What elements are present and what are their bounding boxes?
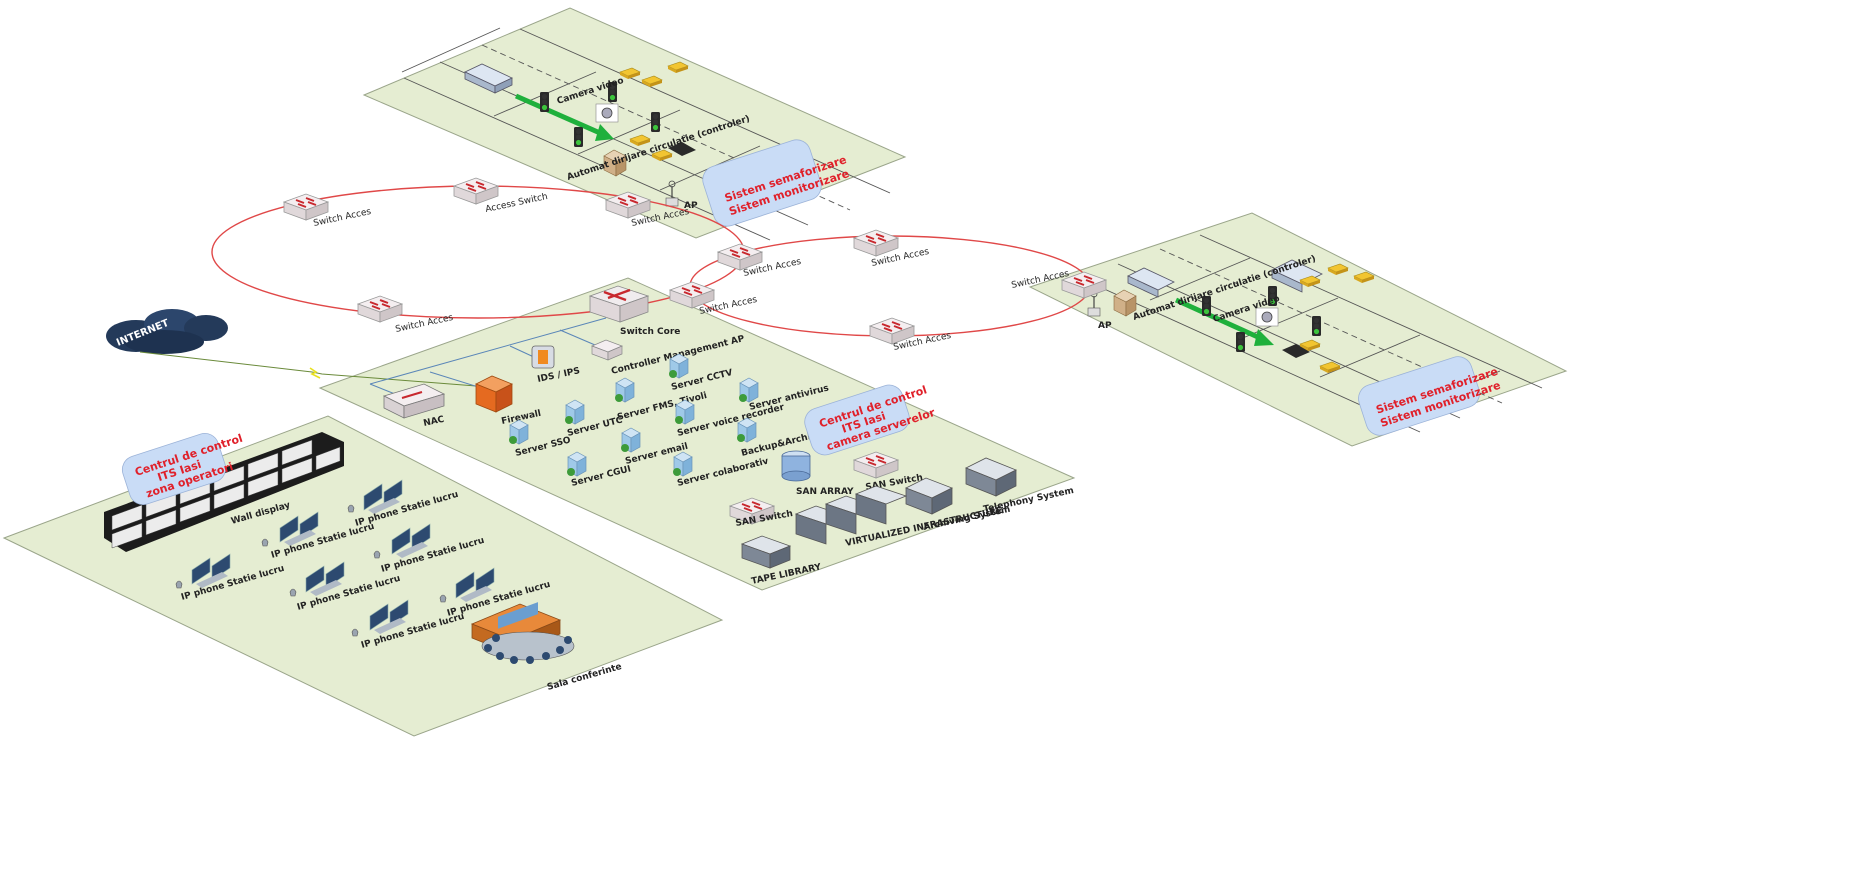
traffic-light-icon <box>651 112 660 132</box>
traffic-light-icon <box>540 92 549 112</box>
right-ring-switch-1: Switch Acces <box>717 243 802 279</box>
left-ring-switch-1: Switch Acces <box>283 193 372 229</box>
svg-text:SAN ARRAY: SAN ARRAY <box>796 487 854 497</box>
internet-cloud: INTERNET <box>106 309 228 354</box>
ap-top: AP <box>665 180 698 211</box>
car-dark-icon <box>1282 344 1310 358</box>
svg-text:NAC: NAC <box>423 415 446 429</box>
svg-text:Switch Core: Switch Core <box>620 327 680 337</box>
right-ring-switch-4: Switch Acces <box>869 317 952 353</box>
switch-core: Switch Core <box>588 285 680 337</box>
san-array: SAN ARRAY <box>781 450 854 497</box>
traffic-arrowhead-right <box>1254 329 1274 346</box>
left-ring-switch-2: Access Switch <box>453 177 549 215</box>
traffic-light-icon <box>1236 332 1245 352</box>
traffic-light-icon <box>1312 316 1321 336</box>
traffic-arrow-top <box>514 93 602 136</box>
traffic-arrow-right <box>1174 297 1262 341</box>
firewall: Firewall <box>475 375 542 427</box>
lightning-icon <box>309 367 321 379</box>
bus-right-1 <box>1127 267 1175 298</box>
car-dark-icon <box>668 142 696 156</box>
nac: NAC <box>382 383 446 429</box>
traffic-light-icon <box>574 127 583 147</box>
traffic-arrowhead-top <box>595 124 614 141</box>
ap-label: AP <box>1098 321 1112 331</box>
bus-top <box>464 63 513 94</box>
ap-label: AP <box>684 201 698 211</box>
internet-link <box>139 351 477 387</box>
